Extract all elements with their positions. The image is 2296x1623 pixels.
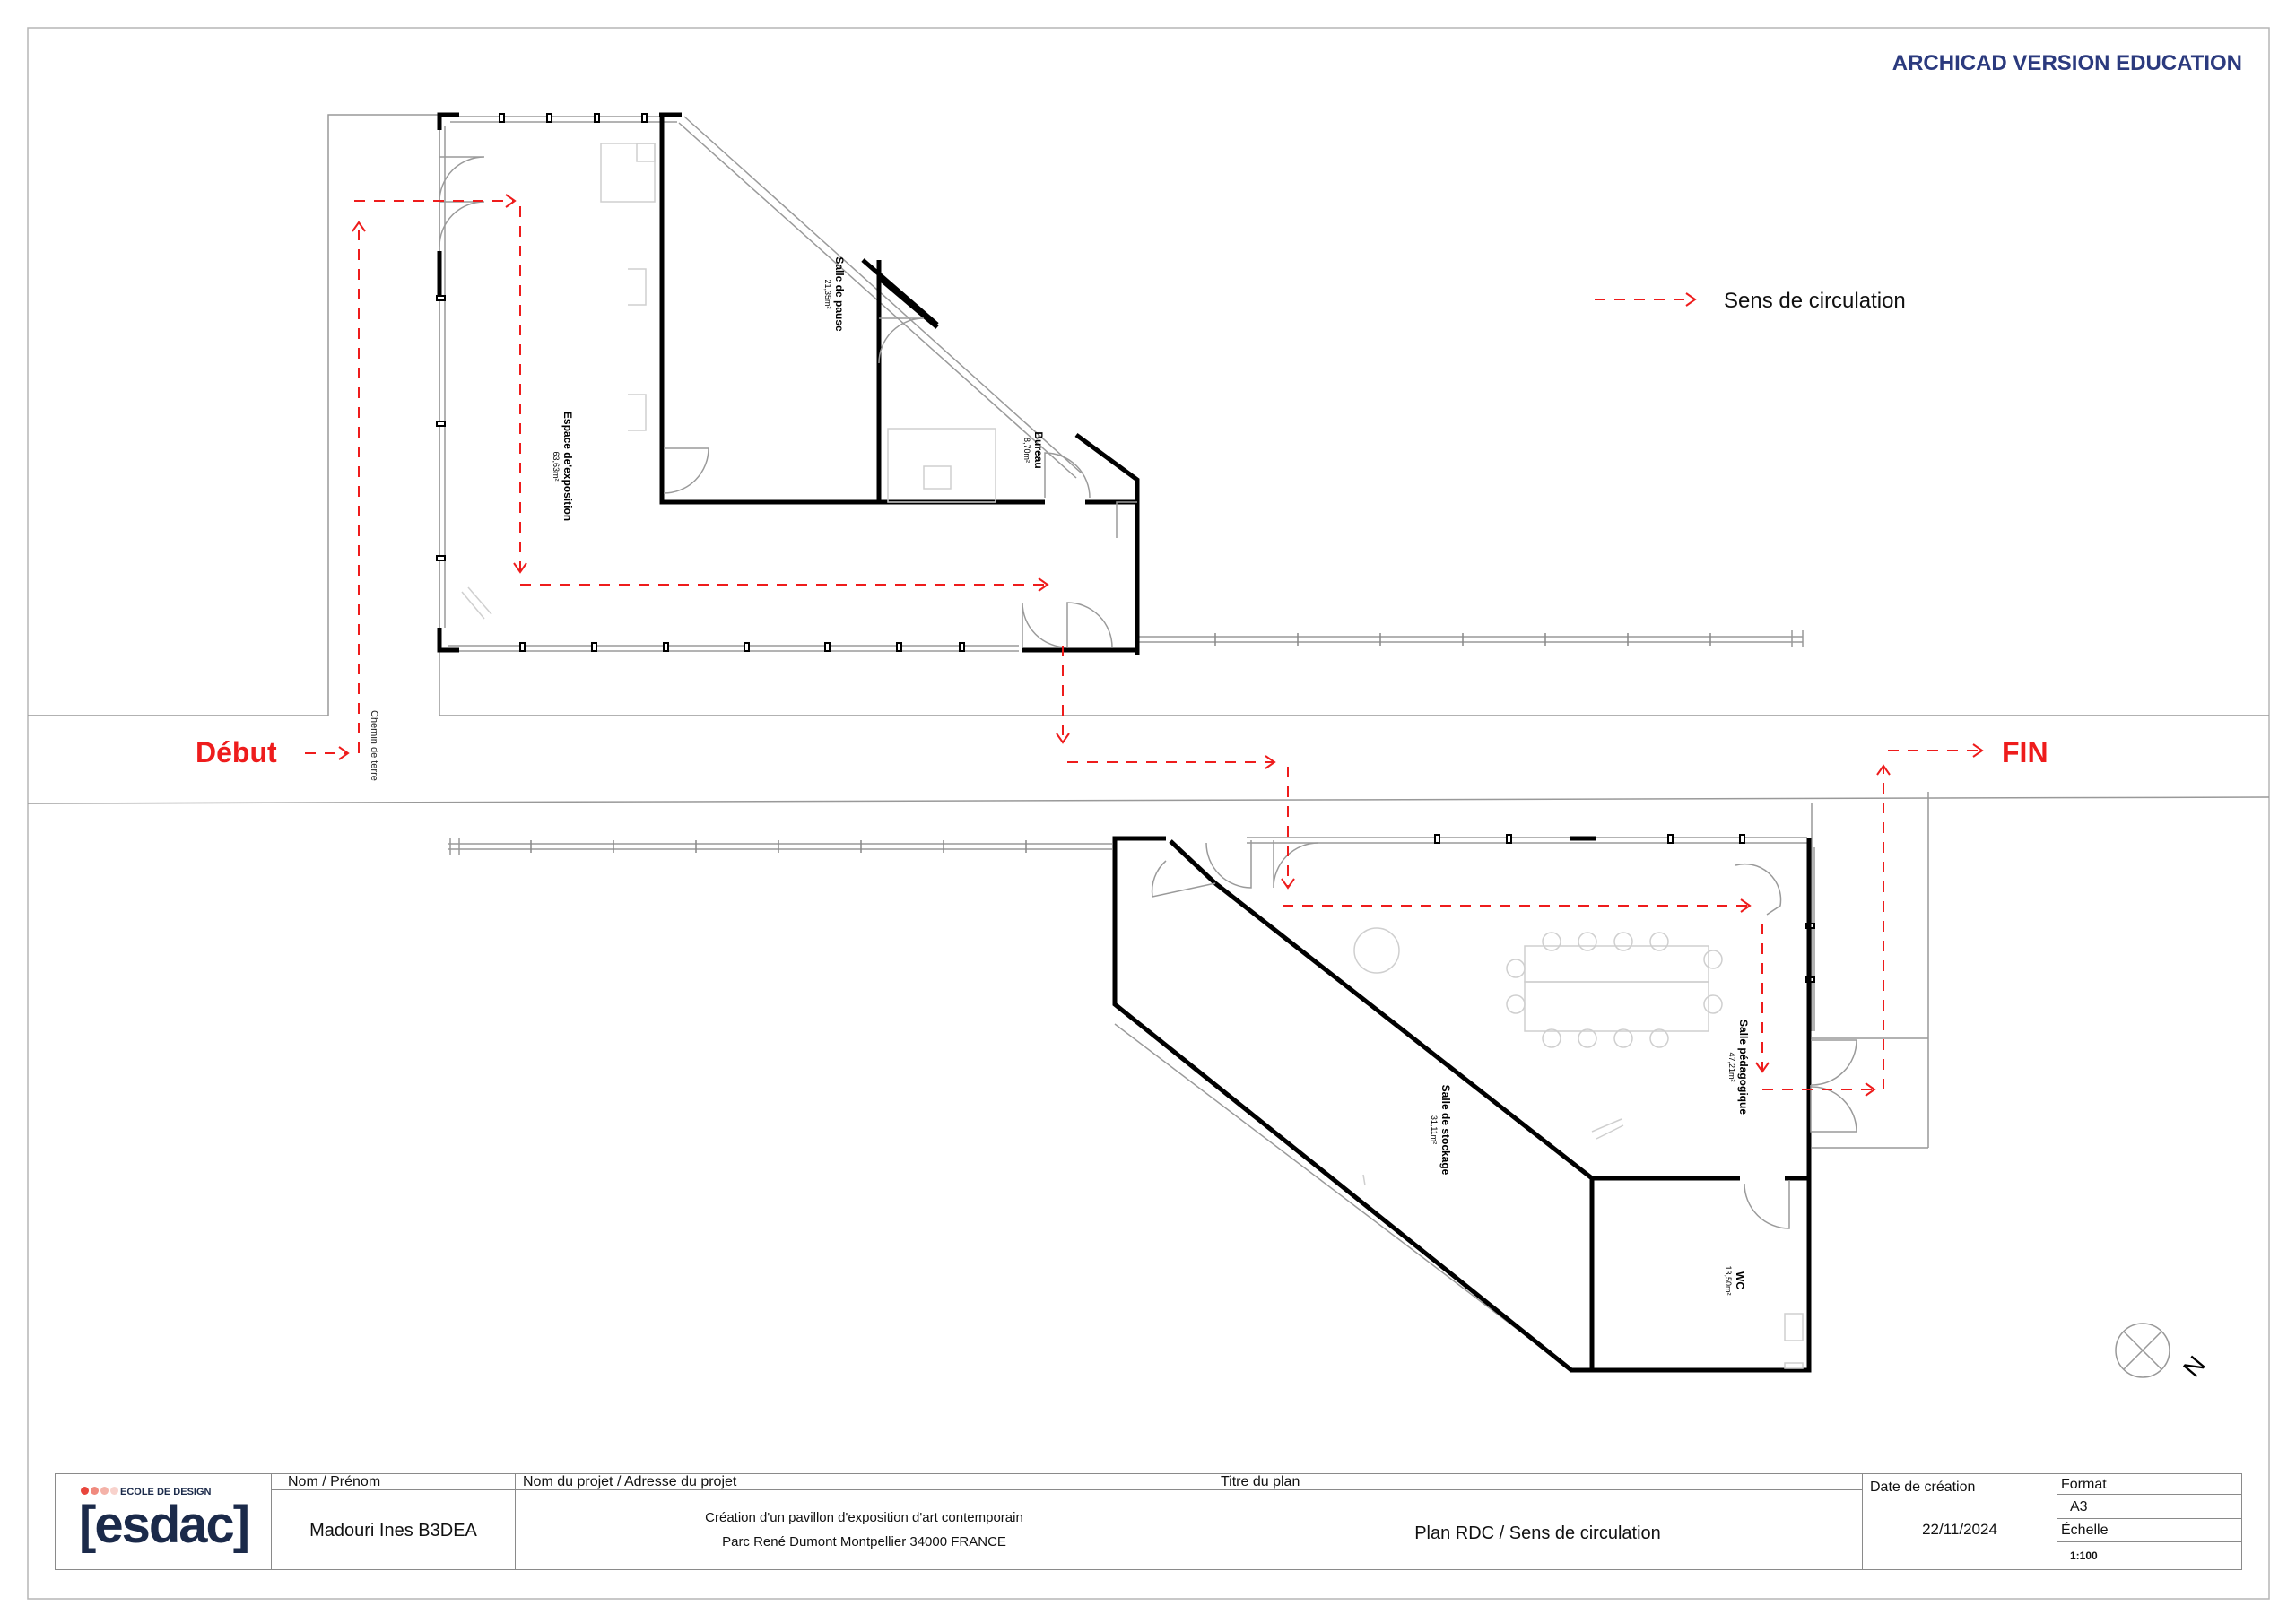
fence-posts: [530, 633, 1711, 853]
svg-text:13,50m²: 13,50m²: [1724, 1265, 1733, 1295]
room-label-pedagogique: Salle pédagogique 47,21m²: [1727, 1020, 1750, 1115]
svg-text:Salle de stockage: Salle de stockage: [1439, 1085, 1452, 1176]
start-marker: Début: [196, 736, 277, 768]
room-label-bureau: Bureau 8,70m²: [1022, 431, 1045, 468]
circulation-arrowheads: [338, 194, 1984, 1097]
name-value: Madouri Ines B3DEA: [309, 1521, 477, 1541]
svg-text:31,11m²: 31,11m²: [1430, 1115, 1439, 1144]
plan-title-cell: Titre du plan Plan RDC / Sens de circula…: [1213, 1474, 1863, 1569]
project-line-2: Parc René Dumont Montpellier 34000 FRANC…: [722, 1534, 1006, 1549]
date-value: 22/11/2024: [1922, 1521, 1997, 1538]
legend-label: Sens de circulation: [1724, 289, 1906, 313]
logo-school-text: ECOLE DE DESIGN: [120, 1487, 212, 1497]
room-label-pause: Salle de pause 21,35m²: [823, 256, 846, 332]
project-line-1: Création d'un pavillon d'exposition d'ar…: [705, 1510, 1023, 1525]
scale-header: Échelle: [2057, 1519, 2241, 1542]
watermark-text: ARCHICAD VERSION EDUCATION: [1892, 51, 2242, 75]
logo-dots: [81, 1487, 120, 1497]
logo-top: ECOLE DE DESIGN: [81, 1487, 211, 1497]
date-header: Date de création: [1870, 1480, 1976, 1495]
end-marker: FIN: [2002, 736, 2048, 768]
logo-cell: ECOLE DE DESIGN [esdac]: [56, 1474, 272, 1569]
project-cell: Nom du projet / Adresse du projet Créati…: [516, 1474, 1213, 1569]
plan-title-value: Plan RDC / Sens de circulation: [1414, 1523, 1661, 1543]
svg-text:63,63m²: 63,63m²: [552, 451, 561, 481]
scale-value: 1:100: [2070, 1549, 2098, 1562]
room-label-wc: WC 13,50m²: [1724, 1265, 1746, 1295]
date-cell: Date de création 22/11/2024: [1863, 1474, 2057, 1569]
path-label: Chemin de terre: [369, 710, 379, 781]
format-value: A3: [2057, 1494, 2241, 1519]
logo-wordmark: [esdac]: [79, 1496, 250, 1554]
svg-text:Salle pédagogique: Salle pédagogique: [1737, 1020, 1750, 1115]
svg-text:Chemin de terre: Chemin de terre: [369, 710, 379, 781]
logo-dot: [100, 1487, 109, 1495]
plan-title-header: Titre du plan: [1213, 1474, 1862, 1490]
north-arrow: [2115, 1323, 2170, 1378]
svg-text:Bureau: Bureau: [1032, 431, 1045, 468]
site-lines: [27, 114, 2270, 1149]
svg-text:8,70m²: 8,70m²: [1022, 438, 1031, 463]
project-header: Nom du projet / Adresse du projet: [516, 1474, 1213, 1490]
logo-dot: [81, 1487, 89, 1495]
svg-text:Espace de'exposition: Espace de'exposition: [561, 412, 574, 521]
legend: Sens de circulation: [1595, 289, 1906, 313]
room-label-stockage: Salle de stockage 31,11m²: [1430, 1085, 1452, 1176]
logo-dot: [91, 1487, 99, 1495]
svg-text:47,21m²: 47,21m²: [1727, 1052, 1736, 1081]
svg-text:Salle de pause: Salle de pause: [833, 256, 846, 332]
svg-text:21,35m²: 21,35m²: [823, 279, 832, 308]
sheet-border: [27, 27, 2270, 1600]
north-label: N: [2178, 1350, 2211, 1382]
title-block: ECOLE DE DESIGN [esdac] Nom / Prénom Mad…: [55, 1473, 2242, 1570]
name-header: Nom / Prénom: [272, 1474, 515, 1490]
circulation-path: [305, 200, 1982, 1090]
room-label-exposition: Espace de'exposition 63,63m²: [552, 412, 574, 521]
format-header: Format: [2061, 1477, 2107, 1492]
name-cell: Nom / Prénom Madouri Ines B3DEA: [272, 1474, 516, 1569]
svg-text:WC: WC: [1734, 1271, 1746, 1289]
building-south: Salle de stockage 31,11m² Salle pédagogi…: [1112, 834, 1857, 1373]
logo-dot: [110, 1487, 118, 1495]
format-cell: Format A3 Échelle 1:100: [2057, 1474, 2241, 1569]
building-north: Espace de'exposition 63,63m² Salle de pa…: [436, 112, 1140, 655]
